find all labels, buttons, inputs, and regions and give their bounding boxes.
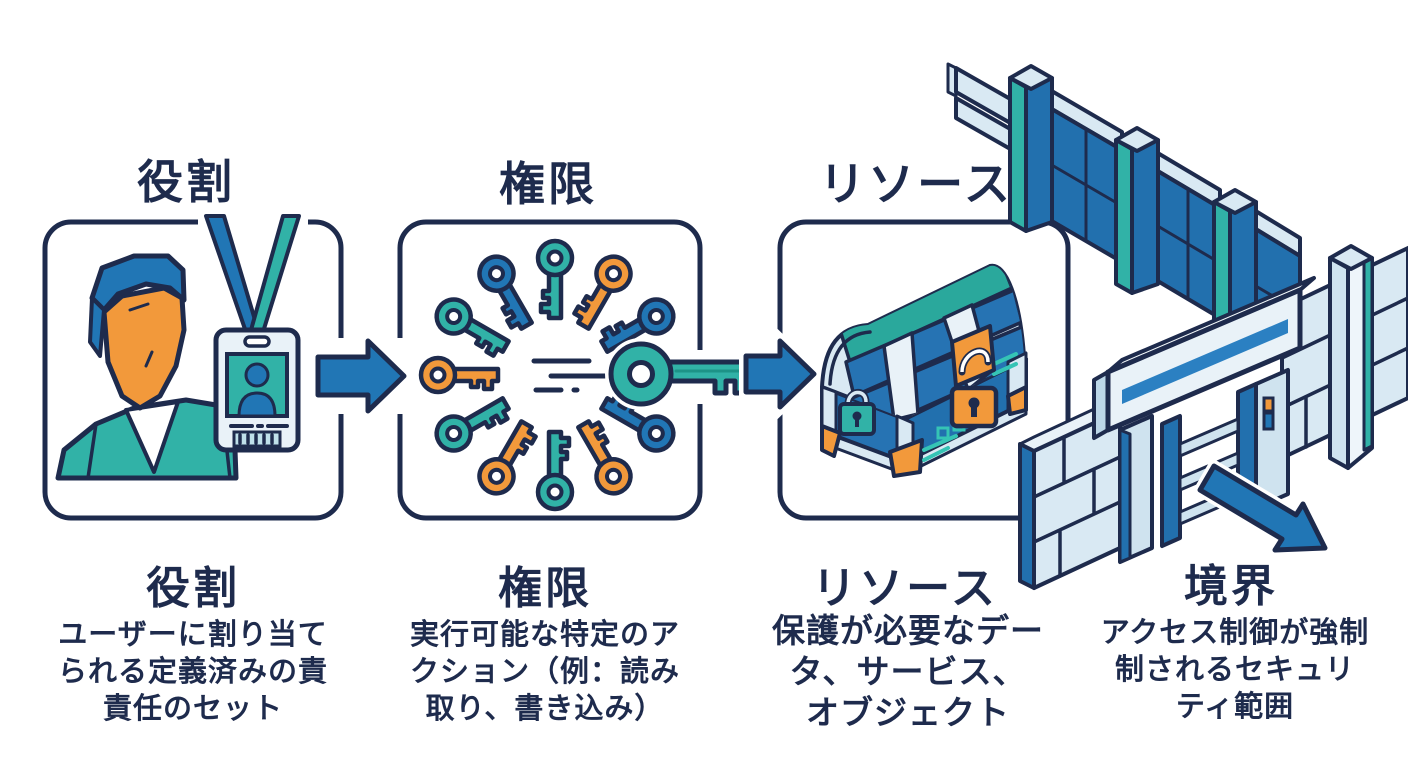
description-line: タ、サービス、: [789, 652, 1027, 691]
flow-arrow-icon: [311, 324, 415, 428]
description-line: 制されるセキュリ: [1114, 652, 1355, 686]
description-line: クション（例：読み: [409, 654, 681, 688]
gate-keypad-icon: [1262, 396, 1275, 413]
description-line: アクセス制御が強制: [1100, 615, 1370, 649]
description-line: 責任のセット: [102, 691, 284, 725]
description-resource: 保護が必要なデー タ、サービス、 オブジェクト: [772, 610, 1044, 733]
description-boundary: アクセス制御が強制 制されるセキュリ ティ範囲: [1101, 614, 1370, 725]
heading-boundary: 境界: [1184, 561, 1278, 612]
description-line: 実行可能な特定のア: [409, 617, 681, 651]
top-label-resource: リソース: [819, 157, 1013, 211]
description-line: られる定義済みの責: [57, 654, 329, 688]
heading-role: 役割: [146, 563, 240, 614]
description-line: ティ範囲: [1175, 689, 1295, 723]
description-line: 保護が必要なデー: [772, 611, 1044, 650]
description-role: ユーザーに割り当て られる定義済みの責 責任のセット: [58, 616, 328, 727]
description-line: ユーザーに割り当て: [58, 617, 328, 651]
id-badge-icon: [197, 210, 308, 453]
padlock-icon: [838, 389, 876, 436]
top-label-permission: 権限: [499, 157, 597, 211]
description-line: 取り、書き込み）: [425, 691, 665, 725]
wall-gate-icon: [946, 62, 1408, 590]
speed-lines: [531, 358, 608, 393]
gate-exit-arrow-icon: [1191, 457, 1335, 557]
description-permission: 実行可能な特定のア クション（例：読み 取り、書き込み）: [410, 616, 680, 727]
top-label-role: 役割: [137, 155, 235, 209]
flow-arrow-icon: [739, 324, 825, 424]
heading-resource: リソース: [812, 563, 998, 614]
heading-permission: 権限: [498, 563, 592, 614]
padlock-icon: [949, 324, 999, 429]
description-line: オブジェクト: [806, 693, 1010, 732]
treasure-chest-icon: [820, 263, 1028, 478]
